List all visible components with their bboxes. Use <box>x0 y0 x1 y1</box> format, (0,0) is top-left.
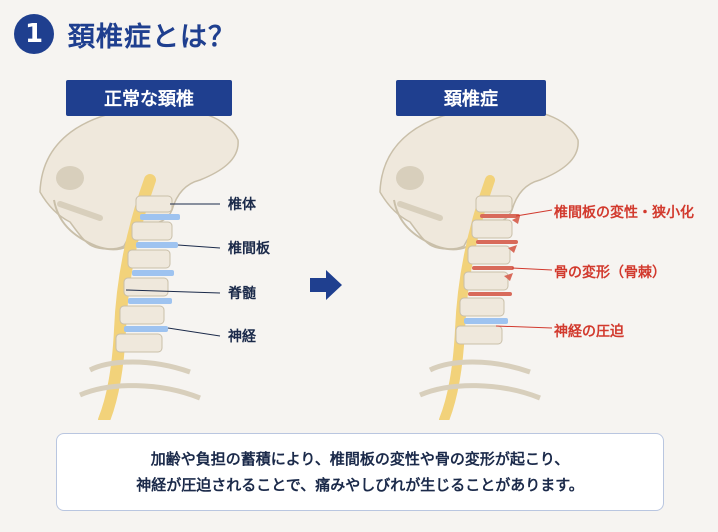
spondylosis-label: 頚椎症 <box>396 80 546 116</box>
callout-intervertebral-disc: 椎間板 <box>228 241 270 257</box>
normal-spine-illustration <box>39 107 239 420</box>
description-line-1: 加齢や負担の蓄積により、椎間板の変性や骨の変形が起こり、 <box>150 450 570 468</box>
rib-hint <box>428 359 531 375</box>
callout-nerve: 神経 <box>228 329 256 345</box>
description-box: 加齢や負担の蓄積により、椎間板の変性や骨の変形が起こり、 神経が圧迫されることで… <box>56 433 664 511</box>
section-number-badge: 1 <box>14 14 54 54</box>
callout-disc-degeneration: 椎間板の変性・狭小化 <box>554 205 694 221</box>
leader-line <box>125 289 221 294</box>
cervical-spondylosis-illustration <box>379 107 579 420</box>
leader-line <box>167 327 221 337</box>
leader-line <box>177 244 221 249</box>
leader-line <box>495 325 553 329</box>
vertebrae-stack <box>455 195 520 345</box>
description-line-2: 神経が圧迫されることで、痛みやしびれが生じることがあります。 <box>136 476 584 494</box>
eye-socket <box>396 166 424 190</box>
callout-vertebral-body: 椎体 <box>228 197 256 213</box>
teeth <box>57 201 103 221</box>
rib-hint <box>419 383 541 401</box>
right-arrow-icon <box>310 270 342 300</box>
rib-hint <box>79 383 201 401</box>
callout-bone-spur: 骨の変形（骨棘） <box>554 265 666 281</box>
rib-hint <box>88 359 191 375</box>
leader-line <box>511 267 553 271</box>
page-title: 頚椎症とは？ <box>68 21 236 53</box>
leader-line <box>515 209 553 217</box>
vertebrae-stack <box>115 195 180 353</box>
normal-spine-label: 正常な頚椎 <box>66 80 232 116</box>
callout-nerve-compression: 神経の圧迫 <box>554 324 624 340</box>
spinal-cord <box>98 174 156 420</box>
teeth <box>397 201 443 221</box>
bone-spurs <box>504 216 520 281</box>
eye-socket <box>56 166 84 190</box>
callout-spinal-cord: 脊髄 <box>228 286 256 302</box>
header: 1 頚椎症とは？ <box>14 12 236 56</box>
